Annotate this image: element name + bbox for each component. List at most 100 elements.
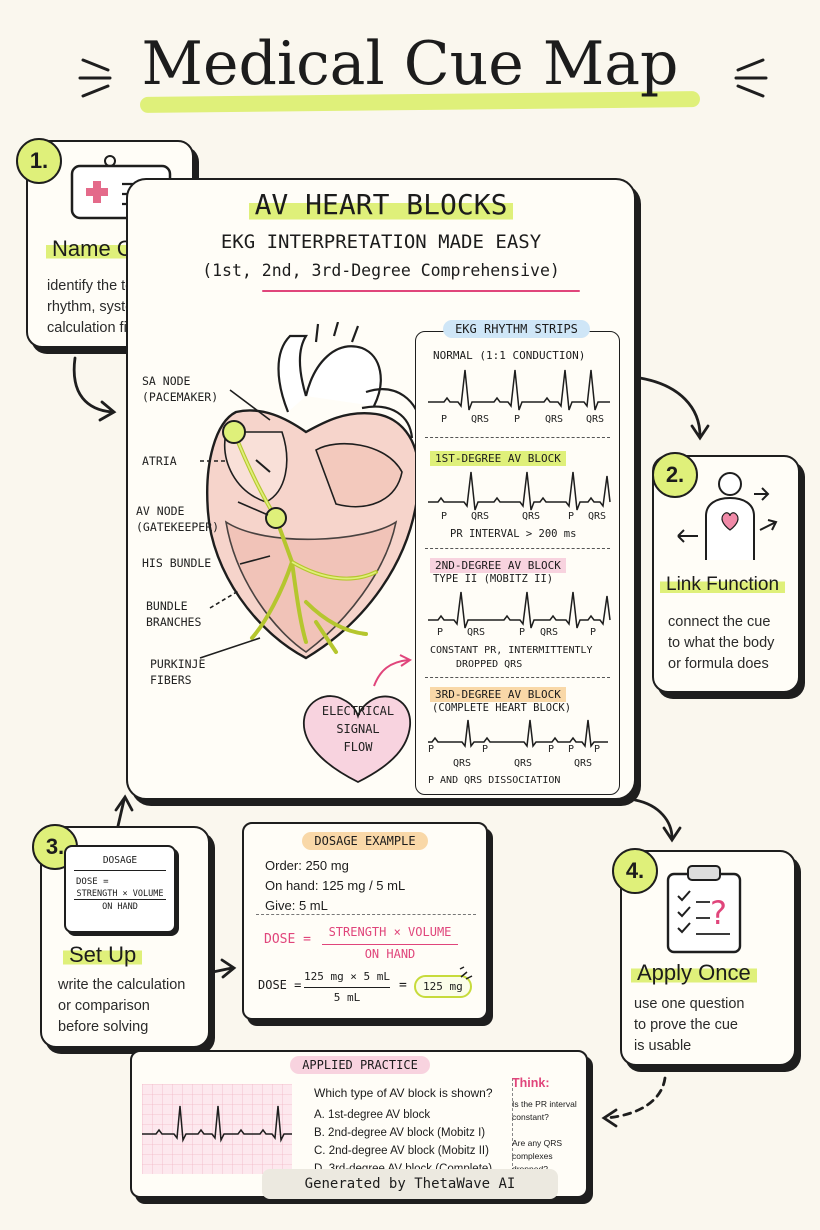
step-4-title: Apply Once	[631, 960, 757, 986]
strip-second-mark-4: QRS	[540, 627, 559, 638]
dosage-divider	[256, 914, 476, 915]
dose-formula-den: ON HAND	[364, 947, 416, 961]
strip-normal-title: NORMAL (1:1 CONDUCTION)	[433, 349, 586, 362]
svg-text:?: ?	[710, 894, 727, 932]
signal-heart-icon	[303, 695, 411, 784]
strip-third-ekg	[428, 719, 608, 748]
dosage-card-icon: DOSAGE DOSE = STRENGTH × VOLUME ON HAND	[64, 845, 176, 933]
practice-divider	[512, 1078, 513, 1196]
title-decor-left	[78, 50, 118, 105]
practice-ekg-grid	[142, 1084, 292, 1174]
option-a[interactable]: A. 1st-degree AV block	[314, 1109, 431, 1121]
dose-formula-bar	[322, 944, 458, 945]
step-1-number: 1.	[16, 138, 62, 184]
strip-first-ekg	[428, 471, 611, 511]
dosage-order: Order: 250 mg	[265, 858, 349, 873]
strip-third-qrs-2: QRS	[514, 758, 533, 769]
dosage-header: DOSAGE EXAMPLE	[242, 832, 488, 850]
generated-by-badge: Generated by ThetaWave AI	[262, 1169, 558, 1199]
heart-diagram	[206, 322, 424, 660]
practice-question: Which type of AV block is shown?	[314, 1086, 493, 1100]
label-atria: ATRIA	[142, 454, 177, 468]
strip-second-mark-3: P	[519, 627, 526, 638]
dose-formula-label: DOSE =	[264, 932, 311, 947]
label-his-bundle: HIS BUNDLE	[142, 556, 212, 570]
dose-calc-num: 125 mg × 5 mL	[303, 970, 391, 983]
strip-normal-mark-4: QRS	[545, 414, 564, 425]
strip-second-mark-2: QRS	[467, 627, 486, 638]
strip-normal-mark-2: QRS	[471, 414, 490, 425]
clipboard-icon: ?	[666, 865, 742, 954]
strip-divider-3	[425, 677, 610, 678]
strip-first-title: 1ST-DEGREE AV BLOCK	[430, 449, 566, 467]
option-c[interactable]: C. 2nd-degree AV block (Mobitz II)	[314, 1145, 489, 1157]
label-leader-lines	[199, 389, 271, 659]
strip-third-p-5: P	[594, 744, 601, 755]
label-sa-node: SA NODE(PACEMAKER)	[142, 374, 219, 404]
step-4-number: 4.	[612, 848, 658, 894]
strip-first-note: PR INTERVAL > 200 ms	[450, 528, 577, 540]
strip-second-ekg	[428, 591, 611, 629]
label-av-node: AV NODE(GATEKEEPER)	[136, 504, 220, 534]
strip-third-p-3: P	[548, 744, 555, 755]
strip-second-mark-5: P	[590, 627, 597, 638]
strip-normal-mark-1: P	[441, 414, 448, 425]
strip-second-sub: TYPE II (MOBITZ II)	[433, 573, 554, 585]
option-b[interactable]: B. 2nd-degree AV block (Mobitz I)	[314, 1127, 486, 1139]
strip-third-p-2: P	[482, 744, 489, 755]
dosage-onhand: On hand: 125 mg / 5 mL	[265, 878, 406, 893]
strip-third-sub: (COMPLETE HEART BLOCK)	[432, 702, 572, 714]
subtitle-underline	[262, 290, 580, 292]
strip-first-mark-2: QRS	[471, 511, 490, 522]
strip-third-p-4: P	[568, 744, 575, 755]
strip-normal-mark-3: P	[514, 414, 521, 425]
dose-calc-label: DOSE =	[258, 978, 302, 992]
dose-result: 125 mg	[414, 975, 472, 998]
strips-header: EKG RHYTHM STRIPS	[415, 320, 618, 338]
strip-third-note: P AND QRS DISSOCIATION	[428, 775, 561, 786]
strip-normal-mark-5: QRS	[586, 414, 605, 425]
strip-divider-2	[425, 548, 610, 549]
title-decor-right	[728, 50, 768, 105]
strip-divider-1	[425, 437, 610, 438]
practice-options: A. 1st-degree AV block B. 2nd-degree AV …	[314, 1106, 492, 1178]
dose-calc-equals: =	[399, 978, 407, 993]
strip-second-title: 2ND-DEGREE AV BLOCK	[430, 556, 566, 574]
page-title: Medical Cue Map	[141, 29, 679, 99]
strip-first-mark-3: QRS	[522, 511, 541, 522]
strip-third-qrs-1: QRS	[453, 758, 472, 769]
step-2-title: Link Function	[660, 574, 786, 596]
dosage-lines: Order: 250 mg On hand: 125 mg / 5 mL Giv…	[265, 856, 405, 916]
dose-calc-den: 5 mL	[333, 991, 361, 1004]
strip-third-qrs-3: QRS	[574, 758, 593, 769]
practice-header: APPLIED PRACTICE	[132, 1056, 586, 1074]
dose-formula-num: STRENGTH × VOLUME	[328, 925, 452, 939]
main-subtitle-2: (1st, 2nd, 3rd-Degree Comprehensive)	[202, 261, 560, 280]
main-title: AV HEART BLOCKS	[126, 188, 636, 221]
result-sparkle	[459, 966, 473, 980]
signal-arrow	[373, 654, 412, 687]
strip-second-mark-1: P	[437, 627, 444, 638]
dosage-give: Give: 5 mL	[265, 898, 328, 913]
body-heart-icon	[677, 472, 778, 560]
main-subtitle: EKG INTERPRETATION MADE EASY	[220, 231, 542, 253]
strip-first-mark-1: P	[441, 511, 448, 522]
strip-normal-ekg	[428, 369, 610, 411]
strip-third-p-1: P	[428, 744, 435, 755]
strip-first-mark-5: QRS	[588, 511, 607, 522]
step-2-number: 2.	[652, 452, 698, 498]
think-title: Think:	[512, 1076, 550, 1090]
step-3-title: Set Up	[63, 942, 143, 968]
strip-third-title: 3RD-DEGREE AV BLOCK	[430, 685, 566, 703]
strip-first-mark-4: P	[568, 511, 575, 522]
dose-calc-bar	[304, 987, 390, 988]
